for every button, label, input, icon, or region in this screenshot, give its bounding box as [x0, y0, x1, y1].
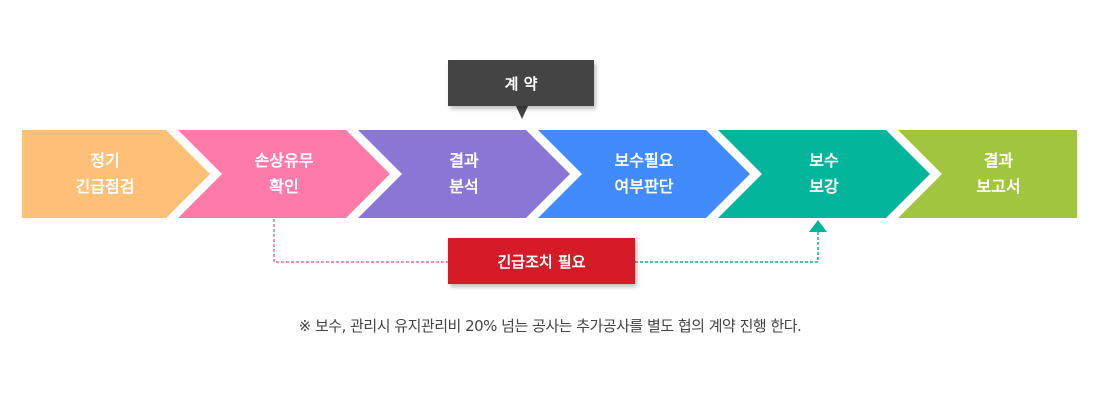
step-label: 분석 — [449, 177, 479, 196]
step-label: 긴급점검 — [75, 177, 135, 196]
step-label: 손상유무 — [254, 151, 314, 170]
contract-label-box: 계 약 — [448, 60, 594, 106]
urgent-branch-line-pink — [273, 219, 448, 263]
step-label: 여부판단 — [614, 177, 674, 196]
contract-pointer — [516, 106, 528, 119]
step-label: 결과 — [983, 151, 1014, 170]
step-label: 보강 — [809, 177, 839, 196]
step-label: 결과 — [449, 151, 479, 170]
step-label: 보수필요 — [614, 151, 674, 170]
step-label: 보수 — [809, 151, 839, 170]
step-label: 보고서 — [976, 177, 1021, 196]
step-label: 정기 — [90, 151, 120, 170]
urgent-action-box: 긴급조치 필요 — [448, 238, 635, 284]
step-label: 확인 — [269, 177, 299, 196]
footnote: ※ 보수, 관리시 유지관리비 20% 넘는 공사는 추가공사를 별도 협의 계… — [298, 317, 802, 335]
urgent-branch-line-teal — [635, 230, 819, 263]
arrow-up-icon — [809, 220, 827, 232]
